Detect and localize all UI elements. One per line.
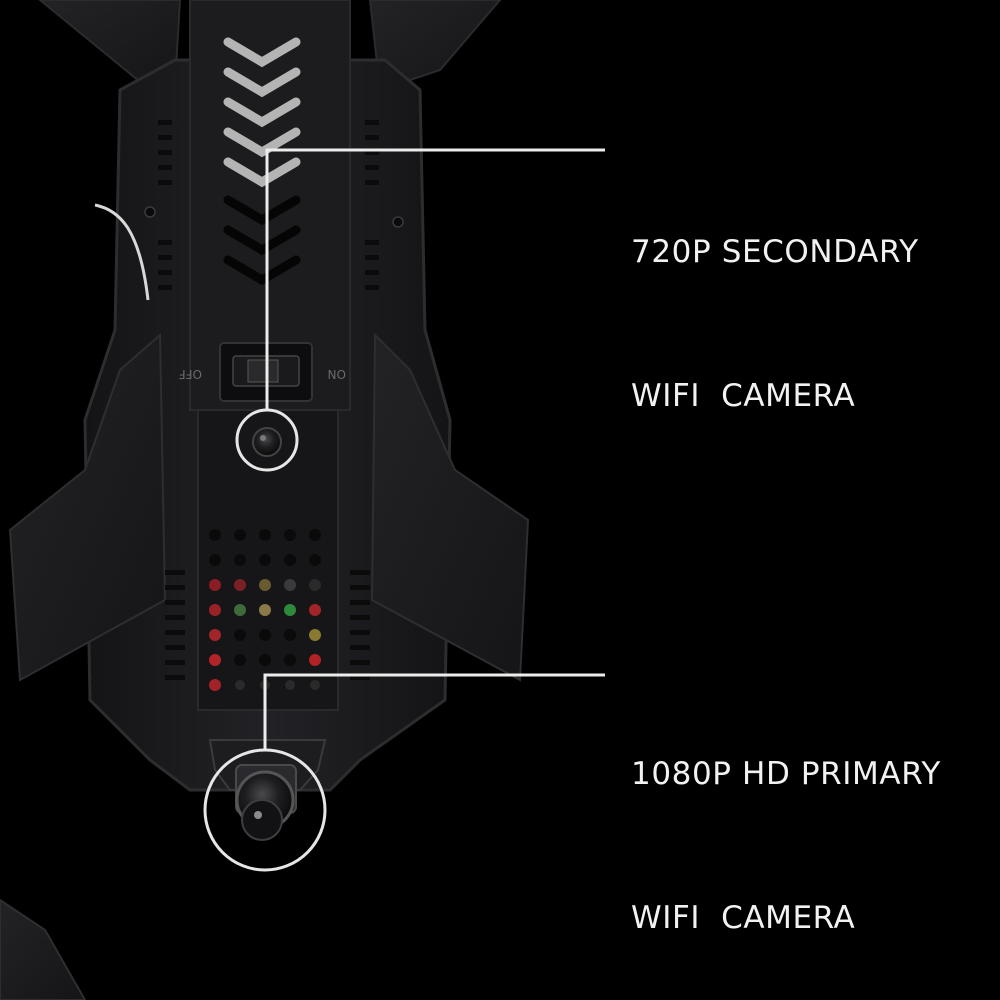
led-dot-grid (209, 529, 321, 691)
secondary-callout-line1: 720P SECONDARY (631, 234, 919, 270)
primary-callout-line2: WIFI CAMERA (631, 900, 856, 936)
switch-off-label: OFF (179, 367, 202, 381)
primary-camera-callout: 1080P HD PRIMARY WIFI CAMERA (631, 654, 941, 990)
secondary-callout-line2: WIFI CAMERA (631, 378, 856, 414)
side-vents-left (158, 120, 172, 290)
side-vents-right (365, 120, 379, 290)
bottom-left-arm (0, 898, 87, 1000)
lower-right-wing (370, 332, 530, 682)
switch-on-label: ON (328, 367, 346, 381)
rear-vents (223, 195, 301, 286)
primary-callout-line (263, 673, 605, 750)
front-vents (223, 37, 301, 188)
lower-vents (165, 570, 370, 680)
primary-camera (208, 739, 327, 841)
antenna-wire (94, 203, 150, 301)
primary-callout-line1: 1080P HD PRIMARY (631, 756, 941, 792)
secondary-camera (252, 427, 282, 457)
secondary-callout-line (265, 148, 605, 410)
secondary-camera-callout: 720P SECONDARY WIFI CAMERA (631, 132, 919, 468)
